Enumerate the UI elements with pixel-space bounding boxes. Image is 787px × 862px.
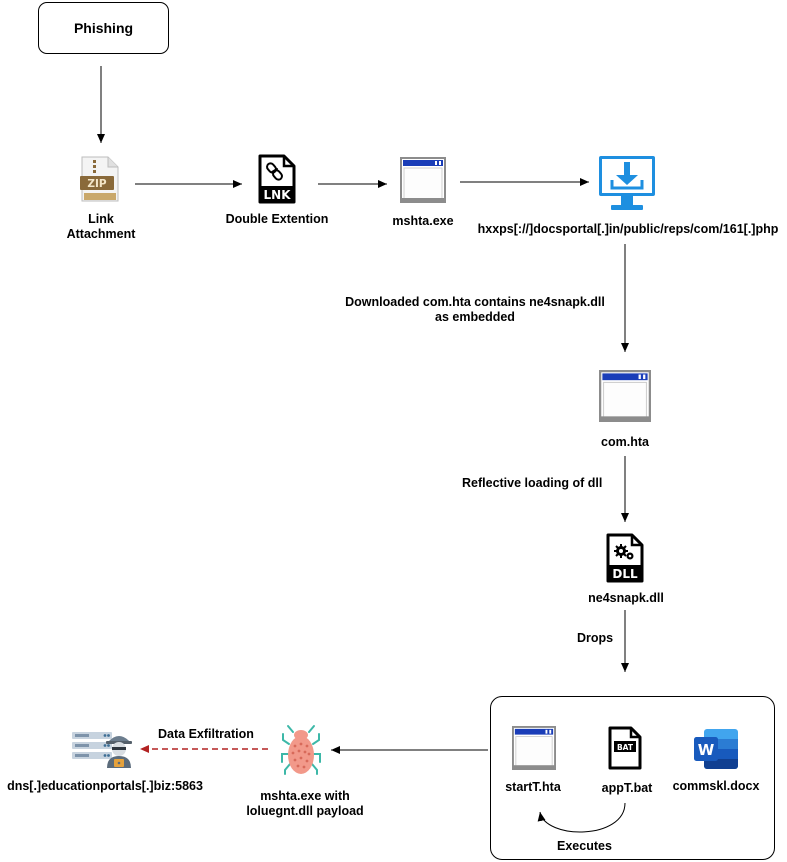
dll-badge: DLL bbox=[612, 567, 638, 581]
application-window-icon bbox=[512, 726, 556, 770]
bat-label: appT.bat bbox=[601, 781, 653, 795]
lnk-label: Double Extention bbox=[225, 212, 329, 226]
dll-file-icon: DLL bbox=[606, 533, 644, 583]
download-edge-label-line2: as embedded bbox=[435, 310, 515, 324]
lnk-shortcut-file-icon: LNK bbox=[258, 154, 296, 204]
zip-label-line2: Attachment bbox=[66, 227, 136, 241]
word-document-icon: W bbox=[694, 729, 738, 769]
phishing-start-node: Phishing bbox=[38, 2, 169, 54]
c2-label: dns[.]educationportals[.]biz:5863 bbox=[7, 779, 203, 793]
edge-bat-executes-startt bbox=[537, 802, 626, 833]
application-window-icon bbox=[400, 157, 446, 203]
phishing-label: Phishing bbox=[73, 20, 134, 36]
url-label: hxxps[://]docsportal[.]in/public/reps/co… bbox=[477, 222, 779, 236]
reflective-edge-label: Reflective loading of dll bbox=[462, 476, 603, 490]
exfil-edge-label: Data Exfiltration bbox=[158, 727, 254, 741]
mshta-label: mshta.exe bbox=[392, 214, 454, 228]
bat-badge: BAT bbox=[617, 743, 634, 752]
dropped-files-group bbox=[490, 696, 775, 860]
executes-edge-label: Executes bbox=[557, 839, 612, 853]
malware-label-line2: loluegnt.dll payload bbox=[246, 804, 364, 818]
download-edge-label-line1: Downloaded com.hta contains ne4snapk.dll bbox=[345, 295, 605, 309]
comhta-label: com.hta bbox=[601, 435, 649, 449]
monitor-download-icon bbox=[599, 156, 655, 210]
startt-label: startT.hta bbox=[505, 780, 561, 794]
malware-label-line1: mshta.exe with bbox=[260, 789, 350, 803]
docx-badge: W bbox=[698, 741, 715, 759]
application-window-icon bbox=[599, 370, 651, 422]
svg-text:ZIP: ZIP bbox=[87, 178, 107, 190]
svg-text:LNK: LNK bbox=[264, 188, 292, 202]
zip-archive-icon: ZIP bbox=[80, 156, 119, 202]
docx-label: commskl.docx bbox=[672, 779, 760, 793]
zip-label-line1: Link bbox=[88, 212, 114, 226]
dll-label: ne4snapk.dll bbox=[588, 591, 664, 605]
drops-edge-label: Drops bbox=[577, 631, 614, 645]
bat-file-icon: BAT bbox=[608, 726, 642, 770]
malware-bug-icon bbox=[281, 725, 321, 775]
hacker-server-icon bbox=[72, 732, 132, 768]
